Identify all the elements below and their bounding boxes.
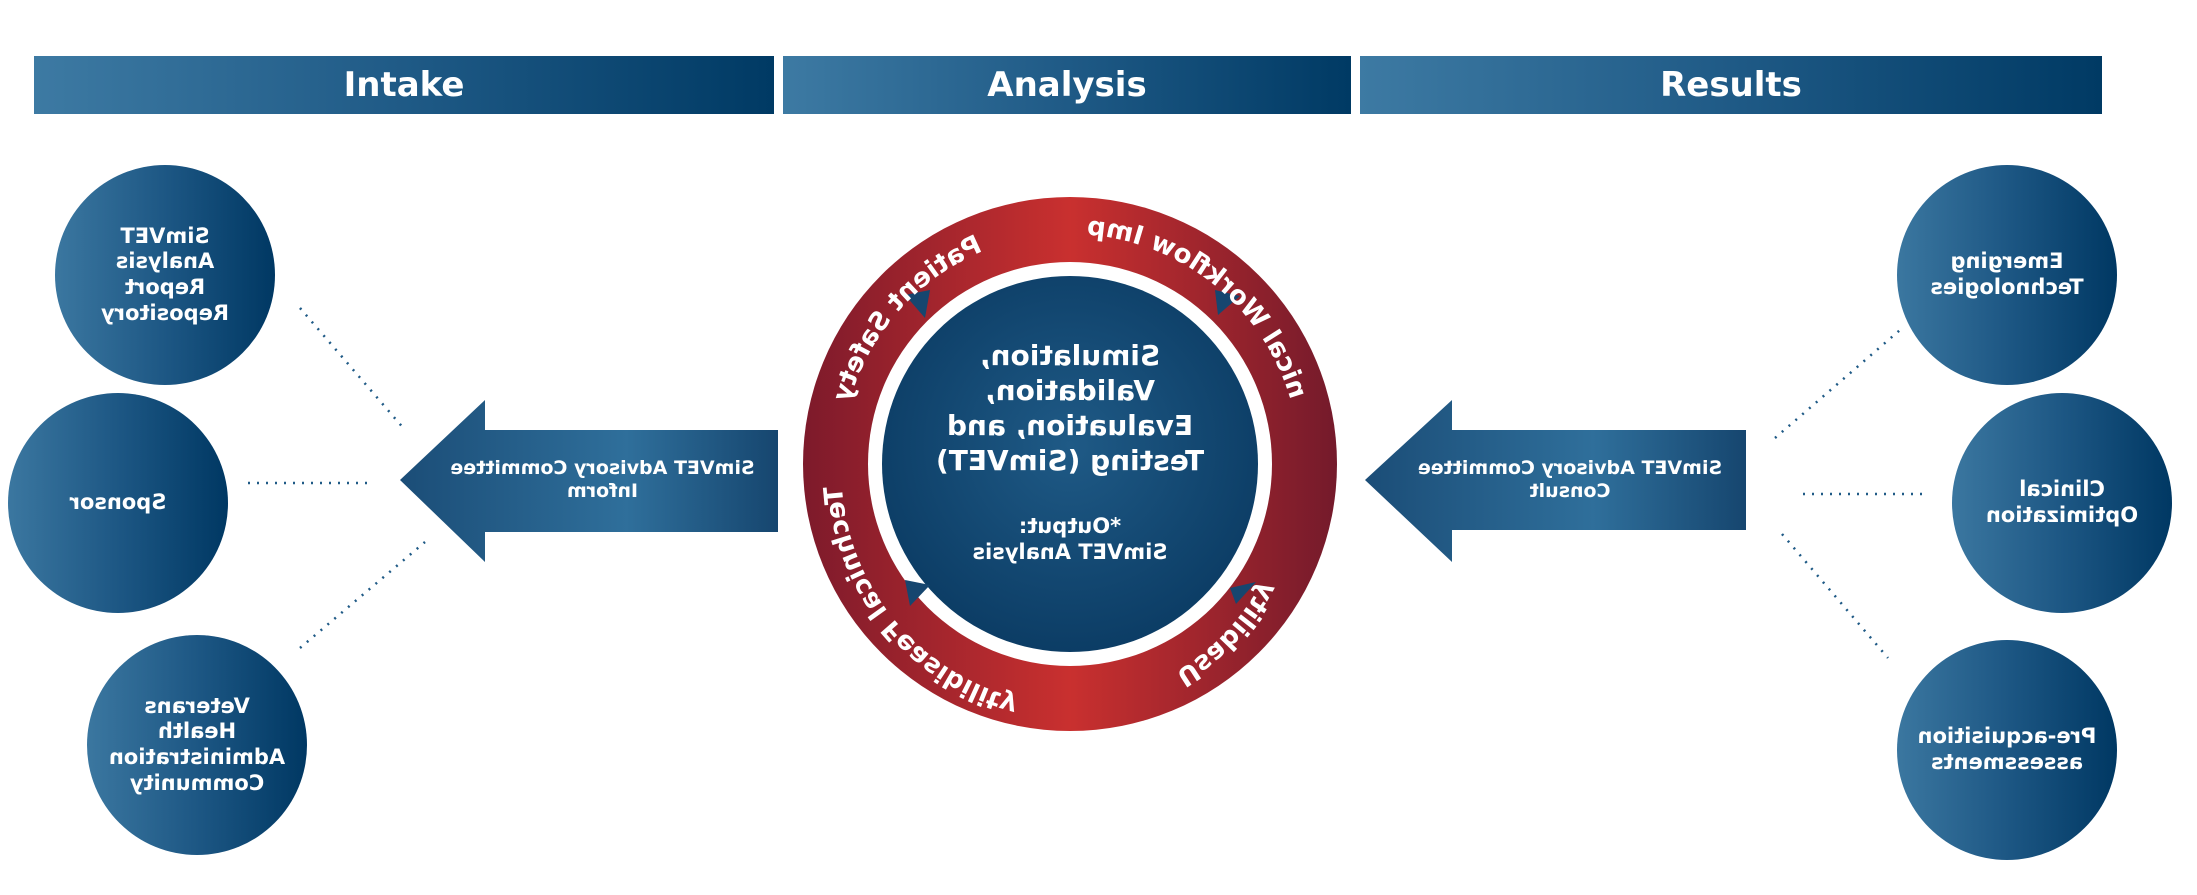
node-line: Administration xyxy=(108,745,286,769)
ring-marker-bottom-right xyxy=(1230,582,1256,604)
analysis-header-label: Analysis xyxy=(987,65,1147,105)
center-title-line: Testing (SimVET) xyxy=(935,443,1205,477)
consult-arrow xyxy=(1365,400,1746,562)
node-line: Technologies xyxy=(1930,275,2084,299)
node-line: Repository xyxy=(100,300,230,325)
intake-node-circle-vha xyxy=(87,635,307,855)
inform-arrow-label: SimVET Advisory Committee Inform xyxy=(430,445,775,515)
node-line: Pre-acquisition xyxy=(1917,724,2097,749)
connector-repository xyxy=(299,307,406,431)
node-line: Analysis xyxy=(115,249,215,274)
inform-arrow xyxy=(400,400,778,562)
intake-node-sponsor: Sponsor xyxy=(13,473,223,533)
node-line: Health xyxy=(157,719,237,744)
connector-preacquisition xyxy=(1781,533,1889,659)
results-header: Results xyxy=(1360,56,2102,114)
ring-marker-bottom-left xyxy=(905,580,930,606)
node-line: Clinical xyxy=(2019,477,2105,502)
ring-marker-top-right xyxy=(1215,290,1240,315)
results-node-preacquisition: Pre-acquisition assessments xyxy=(1897,710,2117,790)
intake-node-vha: Veterans Health Administration Community xyxy=(92,665,302,825)
intake-node-circle-repository xyxy=(55,165,275,385)
center-output: *Output: SimVET Analysis xyxy=(930,510,1210,570)
arrow-line: Inform xyxy=(566,480,639,502)
results-node-clinical-optimization: Clinical Optimization xyxy=(1952,463,2172,543)
connector-emerging xyxy=(1774,329,1901,439)
node-line: Sponsor xyxy=(69,490,167,515)
node-line: Community xyxy=(129,770,265,795)
center-title-line: Simulation, xyxy=(979,338,1161,372)
intake-header: Intake xyxy=(34,56,774,114)
intake-header-label: Intake xyxy=(343,65,465,105)
node-line: Optimization xyxy=(1985,503,2139,527)
node-line: Emerging xyxy=(1950,249,2064,274)
center-title: Simulation, Validation, Evaluation, and … xyxy=(900,325,1240,490)
node-line: SimVET xyxy=(120,223,210,248)
analysis-header: Analysis xyxy=(783,56,1351,114)
center-core xyxy=(882,276,1258,652)
arrow-line: SimVET Advisory Committee xyxy=(450,456,755,479)
center-title-line: Validation, xyxy=(985,373,1155,407)
intake-node-circle-sponsor xyxy=(8,393,228,613)
node-line: Report xyxy=(124,275,206,299)
arrow-line: SimVET Advisory Committee xyxy=(1417,456,1723,479)
results-node-emerging: Emerging Technologies xyxy=(1897,235,2117,315)
center-output-line: SimVET Analysis xyxy=(972,540,1168,564)
results-node-circle-emerging xyxy=(1897,165,2117,385)
results-header-label: Results xyxy=(1660,65,1802,105)
consult-arrow-label: SimVET Advisory Committee Consult xyxy=(1395,445,1745,515)
ring-marker-top-left xyxy=(905,290,930,318)
intake-node-repository: SimVET Analysis Report Repository xyxy=(60,195,270,355)
center-output-line: *Output: xyxy=(1018,514,1122,539)
center-title-line: Evaluation, and xyxy=(946,408,1194,442)
arrow-line: Consult xyxy=(1529,480,1611,502)
node-line: assessments xyxy=(1930,750,2084,774)
results-node-circle-clinical xyxy=(1952,393,2172,613)
node-line: Veterans xyxy=(144,693,250,718)
results-node-circle-preacquisition xyxy=(1897,640,2117,860)
connector-vha xyxy=(299,541,426,649)
